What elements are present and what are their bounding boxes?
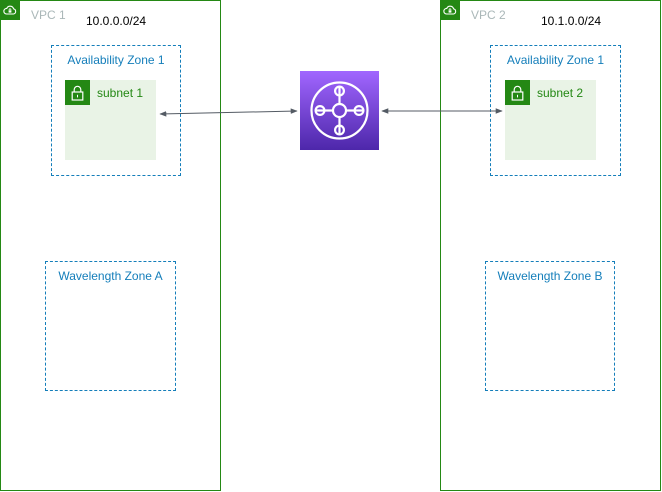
vpc-label: VPC 1 (31, 8, 66, 22)
connector-subnet-1-tgw[interactable] (159, 108, 298, 117)
vpc-1-group[interactable]: VPC 1 (0, 0, 221, 491)
subnet-label: subnet 1 (97, 86, 144, 100)
vpc-cloud-lock-icon (440, 0, 460, 20)
vpc-2-group[interactable]: VPC 2 (440, 0, 661, 491)
transit-gateway-icon (310, 81, 369, 140)
wavelength-zone[interactable]: Wavelength Zone A (45, 261, 176, 391)
subnet[interactable]: subnet 1 (65, 80, 156, 160)
subnet[interactable]: subnet 2 (505, 80, 596, 160)
vpc-cloud-lock-icon (0, 0, 20, 20)
subnet-lock-icon (65, 80, 90, 105)
wavelength-zone[interactable]: Wavelength Zone B (485, 261, 615, 391)
vpc-cidr: 10.0.0.0/24 (86, 14, 147, 28)
subnet-label: subnet 2 (537, 86, 584, 100)
wavelength-zone-label: Wavelength Zone A (58, 269, 163, 283)
availability-zone-label: Availability Zone 1 (506, 53, 605, 67)
vpc-cidr: 10.1.0.0/24 (541, 14, 602, 28)
wavelength-zone-label: Wavelength Zone B (497, 269, 603, 283)
availability-zone-label: Availability Zone 1 (67, 53, 165, 67)
transit-gateway[interactable] (300, 71, 379, 150)
vpc-label: VPC 2 (471, 8, 506, 22)
subnet-lock-icon (505, 80, 530, 105)
